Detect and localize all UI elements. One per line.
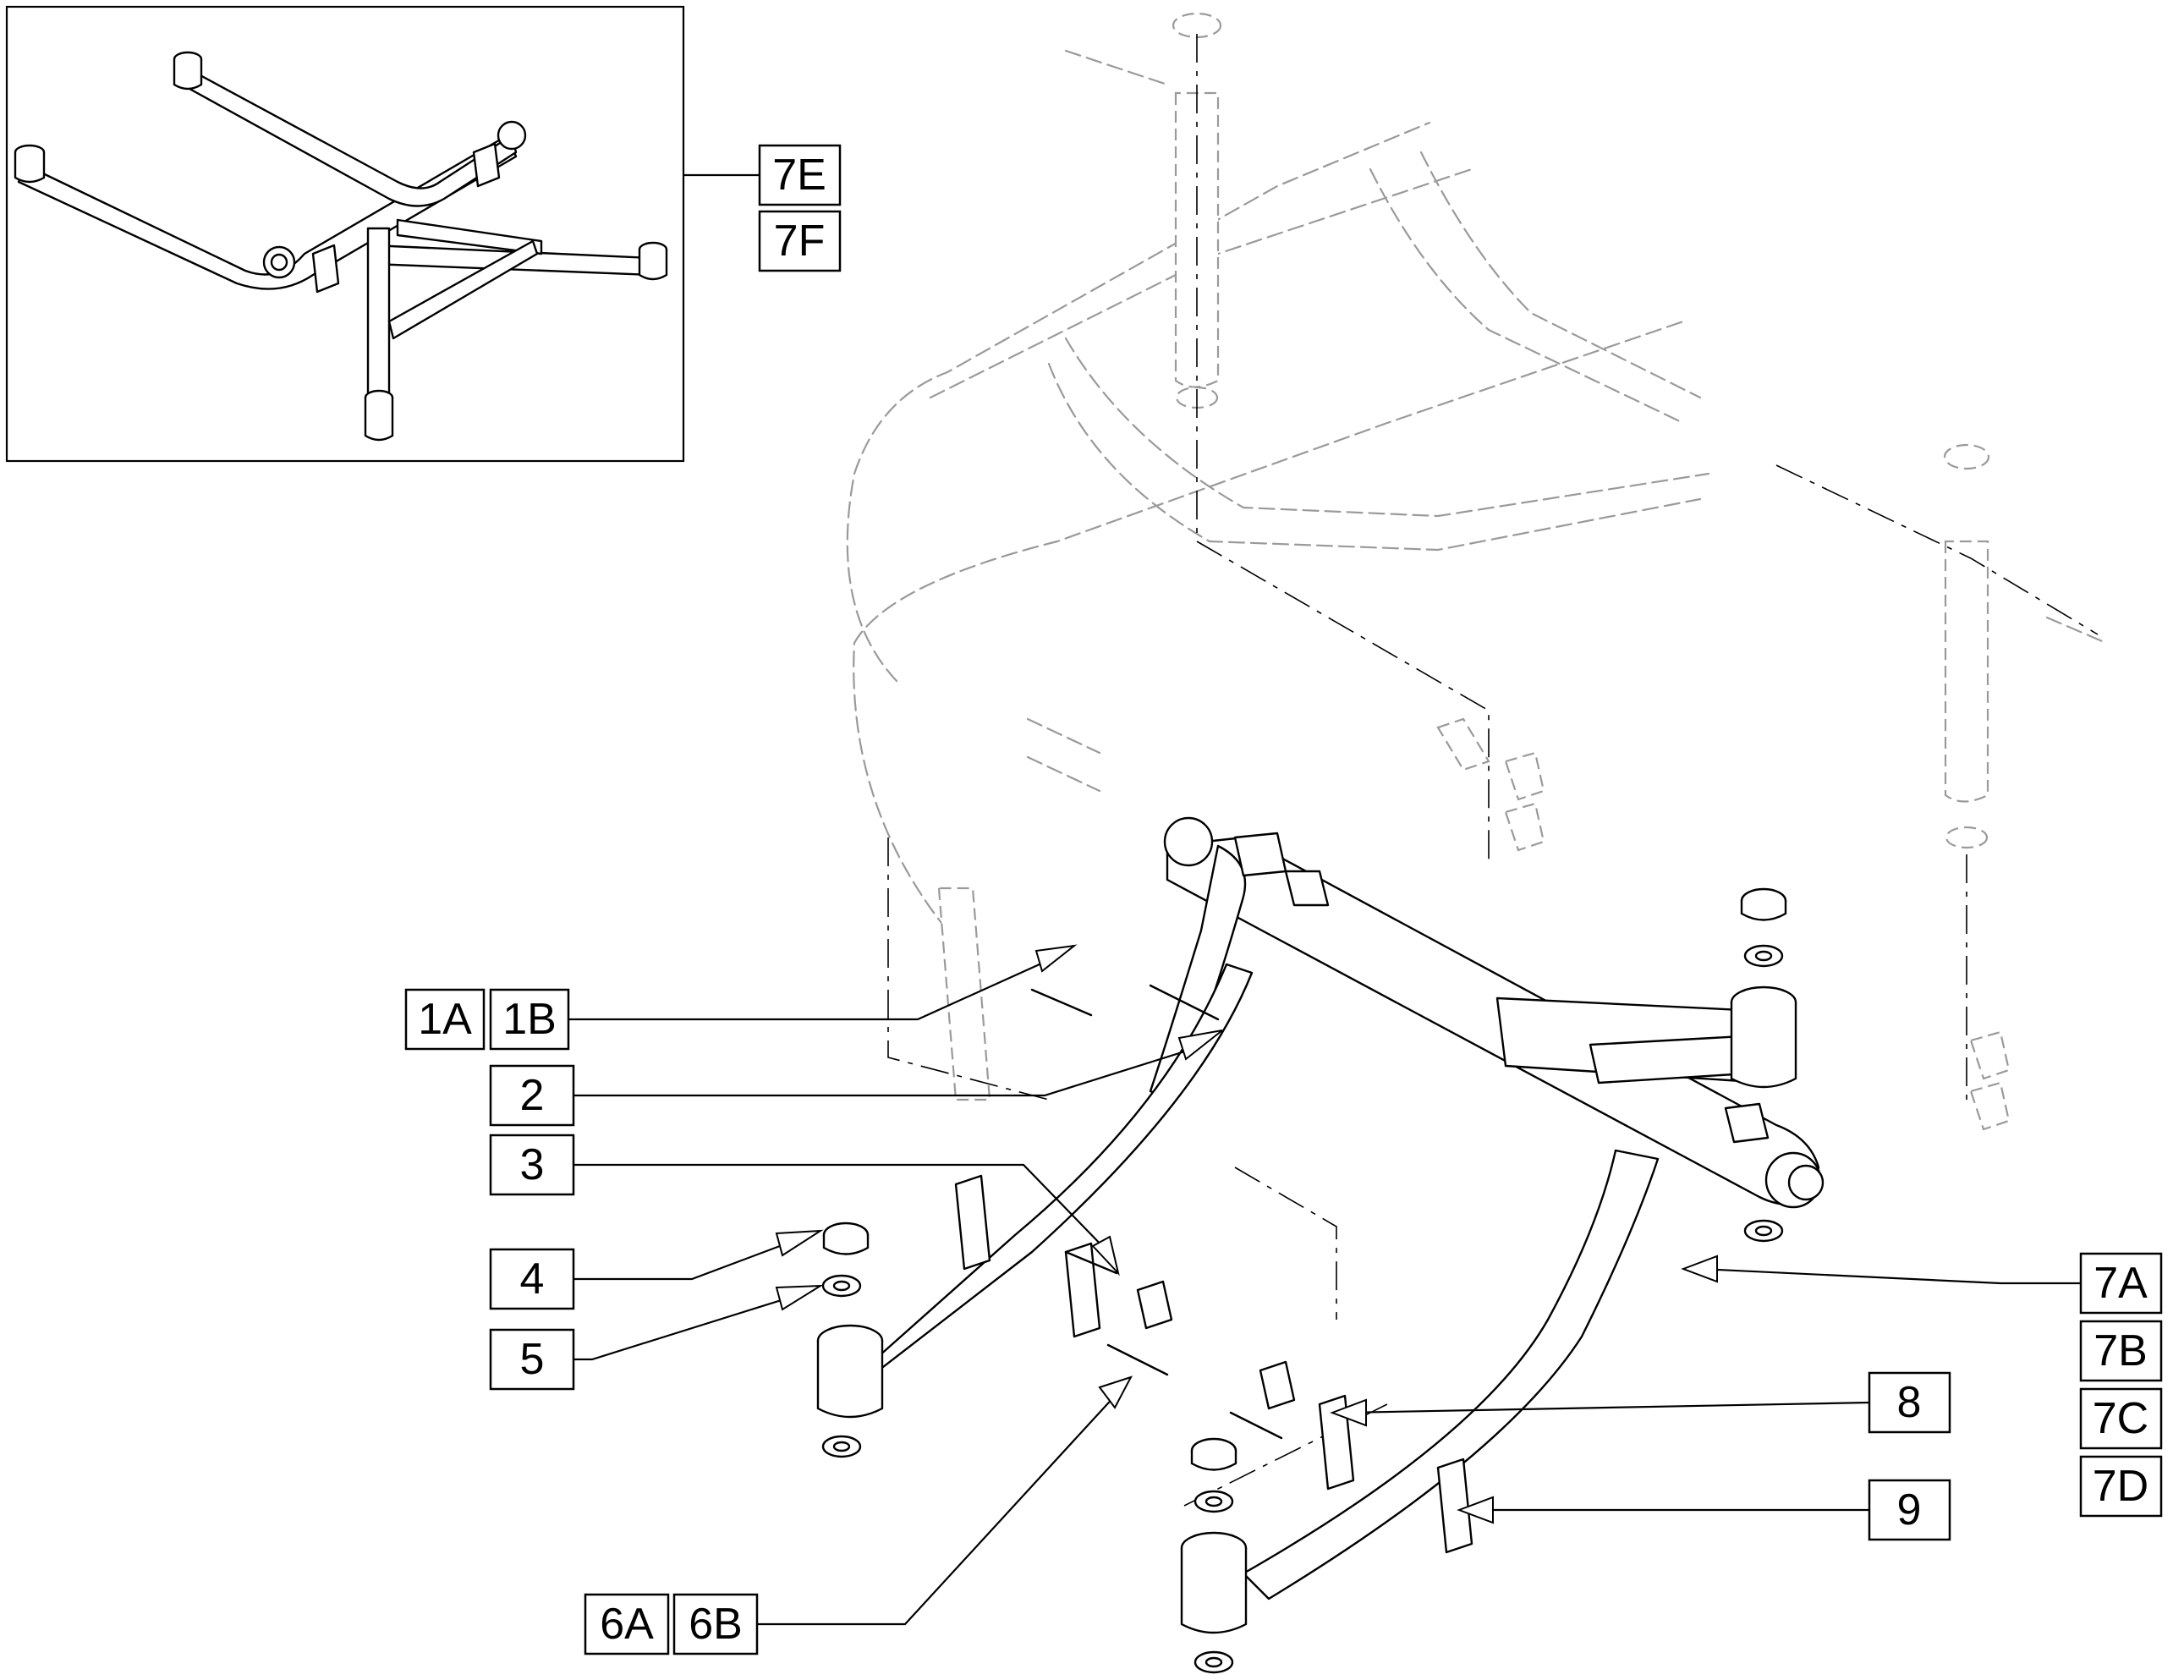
arrowhead-8 bbox=[1330, 1398, 1367, 1427]
arrowhead-5 bbox=[775, 1284, 824, 1311]
arrowhead-2 bbox=[1177, 1029, 1223, 1061]
callout-7f: 7F bbox=[758, 210, 842, 272]
callout-5-label: 5 bbox=[520, 1335, 545, 1384]
leader-3 bbox=[573, 1163, 1109, 1253]
callout-5: 5 bbox=[489, 1328, 575, 1391]
inset-frame-view bbox=[5, 5, 685, 463]
callout-9-label: 9 bbox=[1897, 1485, 1922, 1535]
callout-7c: 7C bbox=[2079, 1387, 2163, 1450]
assembly-centerlines bbox=[887, 34, 2099, 1507]
callout-7a-label: 7A bbox=[2093, 1259, 2148, 1308]
arrowhead-3 bbox=[1091, 1235, 1120, 1276]
callout-7b: 7B bbox=[2079, 1320, 2163, 1382]
callout-4-label: 4 bbox=[520, 1255, 545, 1304]
callout-4: 4 bbox=[489, 1248, 575, 1310]
callout-1b: 1B bbox=[489, 988, 570, 1051]
callout-7b-label: 7B bbox=[2093, 1326, 2148, 1375]
callout-7f-label: 7F bbox=[774, 217, 826, 266]
callout-9: 9 bbox=[1868, 1479, 1951, 1541]
leader-2 bbox=[573, 1047, 1194, 1097]
callout-3: 3 bbox=[489, 1134, 575, 1196]
callout-6b-label: 6B bbox=[689, 1600, 743, 1649]
callout-7d-label: 7D bbox=[2093, 1462, 2148, 1511]
callout-6b: 6B bbox=[672, 1593, 759, 1655]
leader-6 bbox=[757, 1393, 1117, 1626]
arrowhead-4 bbox=[775, 1229, 824, 1257]
leader-lines bbox=[567, 173, 2081, 1626]
base-frame bbox=[816, 816, 1825, 1634]
leader-7 bbox=[1699, 1267, 2081, 1285]
callout-7a: 7A bbox=[2079, 1252, 2163, 1315]
callout-6a-label: 6A bbox=[600, 1600, 654, 1649]
callout-1a: 1A bbox=[404, 988, 486, 1051]
arrowhead-9 bbox=[1457, 1496, 1494, 1524]
callout-2: 2 bbox=[489, 1064, 575, 1127]
leader-8 bbox=[1344, 1401, 1870, 1414]
leader-1 bbox=[567, 958, 1050, 1021]
callout-7e-label: 7E bbox=[772, 151, 826, 200]
callout-8-label: 8 bbox=[1897, 1378, 1922, 1427]
seat-frame-ghost bbox=[846, 12, 2108, 1131]
callout-7d: 7D bbox=[2079, 1455, 2163, 1518]
arrowhead-1 bbox=[1034, 944, 1078, 973]
callout-2-label: 2 bbox=[520, 1071, 545, 1120]
leader-4 bbox=[573, 1242, 787, 1281]
arrowhead-6 bbox=[1098, 1375, 1133, 1409]
callout-1a-label: 1A bbox=[418, 995, 472, 1044]
hardware-parts bbox=[821, 887, 1787, 1674]
callout-7e: 7E bbox=[758, 144, 842, 206]
leader-5 bbox=[573, 1297, 787, 1361]
arrowhead-7 bbox=[1681, 1255, 1718, 1283]
callout-1b-label: 1B bbox=[502, 995, 557, 1044]
callout-3-label: 3 bbox=[520, 1140, 545, 1189]
callout-7c-label: 7C bbox=[2093, 1394, 2148, 1443]
callout-8: 8 bbox=[1868, 1371, 1951, 1434]
callout-6a: 6A bbox=[584, 1593, 670, 1655]
